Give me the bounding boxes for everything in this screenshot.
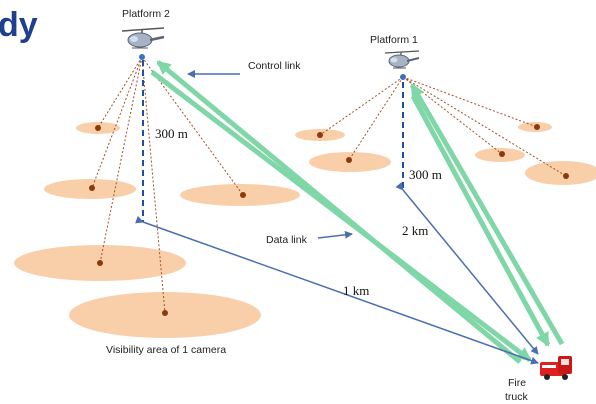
platform-1-label: Platform 1 <box>370 34 418 46</box>
helicopter-icon <box>384 50 420 80</box>
camera-dots <box>89 124 569 316</box>
data-link-label: Data link <box>266 234 308 246</box>
distance-arrow-2km <box>395 182 539 355</box>
altitude-label-platform-1: 300 m <box>409 167 442 182</box>
fire-truck-icon <box>540 356 572 380</box>
distance-label-2km: 2 km <box>402 223 428 238</box>
altitude-label-platform-2: 300 m <box>155 126 188 141</box>
platform-2-label: Platform 2 <box>122 8 170 20</box>
truck-label: truck <box>505 391 529 403</box>
fire-label: Fire <box>508 377 526 389</box>
data-link-pointer <box>317 230 353 239</box>
control-link-label: Control link <box>248 60 301 72</box>
helicopter-icon <box>121 27 165 60</box>
distance-label-1km: 1 km <box>343 283 369 298</box>
distance-arrow-1km <box>135 215 539 365</box>
visibility-areas <box>14 122 596 338</box>
visibility-caption: Visibility area of 1 camera <box>106 344 226 356</box>
page-title-fragment: dy <box>0 6 38 44</box>
